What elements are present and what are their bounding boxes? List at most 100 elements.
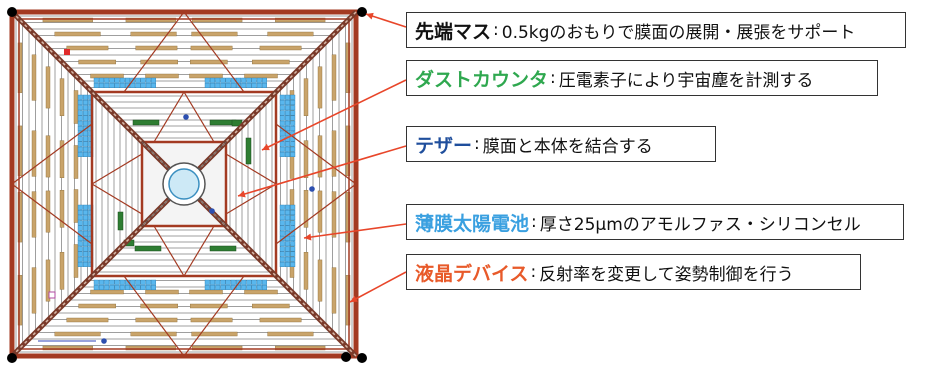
solar-cell [77, 94, 83, 100]
solar-cell [150, 82, 156, 88]
panel [267, 31, 314, 37]
solar-cell [82, 105, 88, 111]
solar-cell [279, 204, 285, 210]
solar-cell [114, 285, 120, 291]
solar-cell [256, 77, 262, 83]
panel [66, 45, 109, 51]
membrane-strip-line [80, 80, 288, 288]
solar-cell [82, 131, 88, 137]
solar-cell [246, 279, 252, 285]
solar-cell [279, 209, 285, 215]
membrane-strip-line [107, 107, 261, 261]
callout-label: 先端マス [415, 20, 492, 43]
solar-cell [225, 82, 231, 88]
panel [140, 59, 179, 65]
solar-cell [256, 285, 262, 291]
solar-cell [104, 285, 110, 291]
solar-cell [114, 82, 120, 88]
panel [73, 145, 79, 179]
membrane-strip-line [22, 22, 346, 346]
tip-mass [341, 352, 351, 362]
solar-cell [279, 215, 285, 221]
solar-cell [285, 220, 291, 226]
solar-cell [279, 105, 285, 111]
membrane-strip-line [101, 101, 267, 267]
solar-cell [285, 256, 291, 262]
solar-cell [82, 230, 88, 236]
panel [275, 17, 326, 23]
panel [331, 267, 337, 314]
panel [331, 54, 337, 101]
solar-cell [145, 285, 151, 291]
solar-cell [235, 279, 241, 285]
solar-cell [215, 279, 221, 285]
tether-line [91, 183, 143, 215]
solar-cell [140, 285, 146, 291]
solar-cell [93, 82, 99, 88]
tip-mass [357, 7, 367, 17]
tether-line [11, 123, 93, 185]
panel [191, 31, 238, 37]
solar-cell [82, 115, 88, 121]
panel [345, 42, 351, 93]
solar-cell [241, 82, 247, 88]
dust-counter [245, 137, 252, 165]
membrane-strip-line [61, 61, 307, 307]
solar-cell [285, 209, 291, 215]
solar-cell [279, 110, 285, 116]
solar-cell [285, 225, 291, 231]
solar-cell [82, 151, 88, 157]
panel [145, 289, 179, 295]
membrane-strip-line [95, 95, 273, 273]
panel [54, 31, 101, 37]
solar-cell [290, 256, 296, 262]
solar-cell [209, 77, 215, 83]
solar-cell [279, 120, 285, 126]
solar-cell [251, 285, 257, 291]
solar-cell [98, 285, 104, 291]
diagonal-boom-detail [183, 183, 357, 357]
leader-arrowhead [262, 143, 270, 151]
diagonal-boom-detail [183, 11, 357, 185]
small-sensor [183, 114, 189, 120]
tether-line [275, 183, 357, 245]
callout-label: 薄膜太陽電池 [415, 212, 530, 235]
membrane-strip-line [113, 113, 255, 255]
panel [244, 289, 278, 295]
solar-cell [145, 279, 151, 285]
solar-cell [251, 279, 257, 285]
panel [45, 66, 51, 109]
panel [73, 189, 79, 223]
solar-cell [82, 220, 88, 226]
solar-cell [256, 279, 262, 285]
panel [303, 78, 309, 116]
solar-cell [290, 225, 296, 231]
solar-cell [145, 77, 151, 83]
membrane-strip-line [131, 131, 237, 237]
tip-masses [7, 7, 367, 363]
panel [189, 59, 228, 65]
tether-line [183, 11, 245, 93]
solar-cell [290, 94, 296, 100]
solar-cell [235, 77, 241, 83]
solar-cell [104, 82, 110, 88]
solar-cell [119, 285, 125, 291]
solar-cell [130, 82, 136, 88]
panel [17, 125, 23, 176]
solar-cell [285, 141, 291, 147]
solar-cell [77, 99, 83, 105]
tether-line [123, 11, 185, 93]
panel [140, 303, 179, 309]
solar-cell [150, 77, 156, 83]
solar-cell [290, 246, 296, 252]
tether-line [275, 123, 357, 185]
solar-cell [279, 151, 285, 157]
solar-cell [77, 215, 83, 221]
callout-tip-mass: 先端マス:0.5kgのおもりで膜面の展開・展張をサポート [406, 12, 906, 48]
panel [303, 140, 309, 179]
panel [42, 17, 93, 23]
leader-arrowhead [366, 12, 374, 20]
solar-cell [290, 151, 296, 157]
tether-line [183, 275, 245, 357]
solar-cell [204, 279, 210, 285]
